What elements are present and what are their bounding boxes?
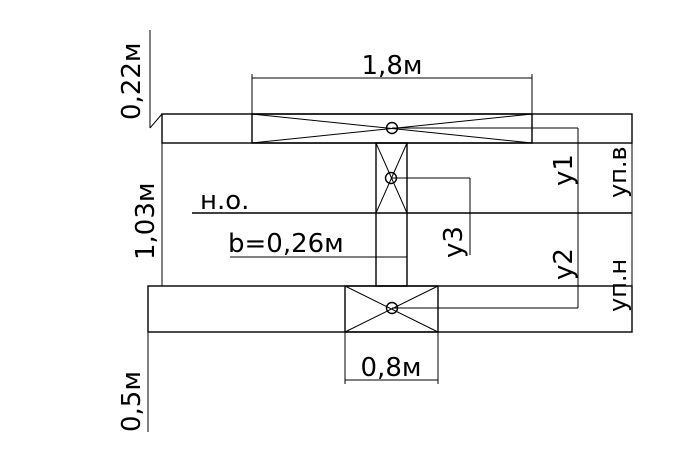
y-upper-label: уп.в [604,146,632,198]
y1-y2-dimension [392,127,579,309]
web [375,142,408,287]
web-width-dimension [230,213,407,286]
bottom-width-label: 0,8м [361,353,422,383]
top-width-dimension [251,74,533,114]
y1-label: y1 [549,154,579,186]
top-thickness-label: 0,22м [117,42,147,120]
bottom-thickness-label: 0,5м [117,371,147,432]
bottom-width-dimension [344,332,439,384]
web-width-label: b=0,26м [228,229,344,259]
bottom-flange [147,285,633,333]
y3-label: y3 [439,226,469,258]
top-thickness-dimension [149,30,163,129]
y2-label: y2 [549,248,579,280]
y3-dimension [391,177,471,255]
y-lower-label: уп.н [604,259,632,312]
top-width-label: 1,8м [362,51,423,81]
neutral-axis-label: н.о. [200,186,249,216]
height-label: 1,03м [131,182,161,260]
